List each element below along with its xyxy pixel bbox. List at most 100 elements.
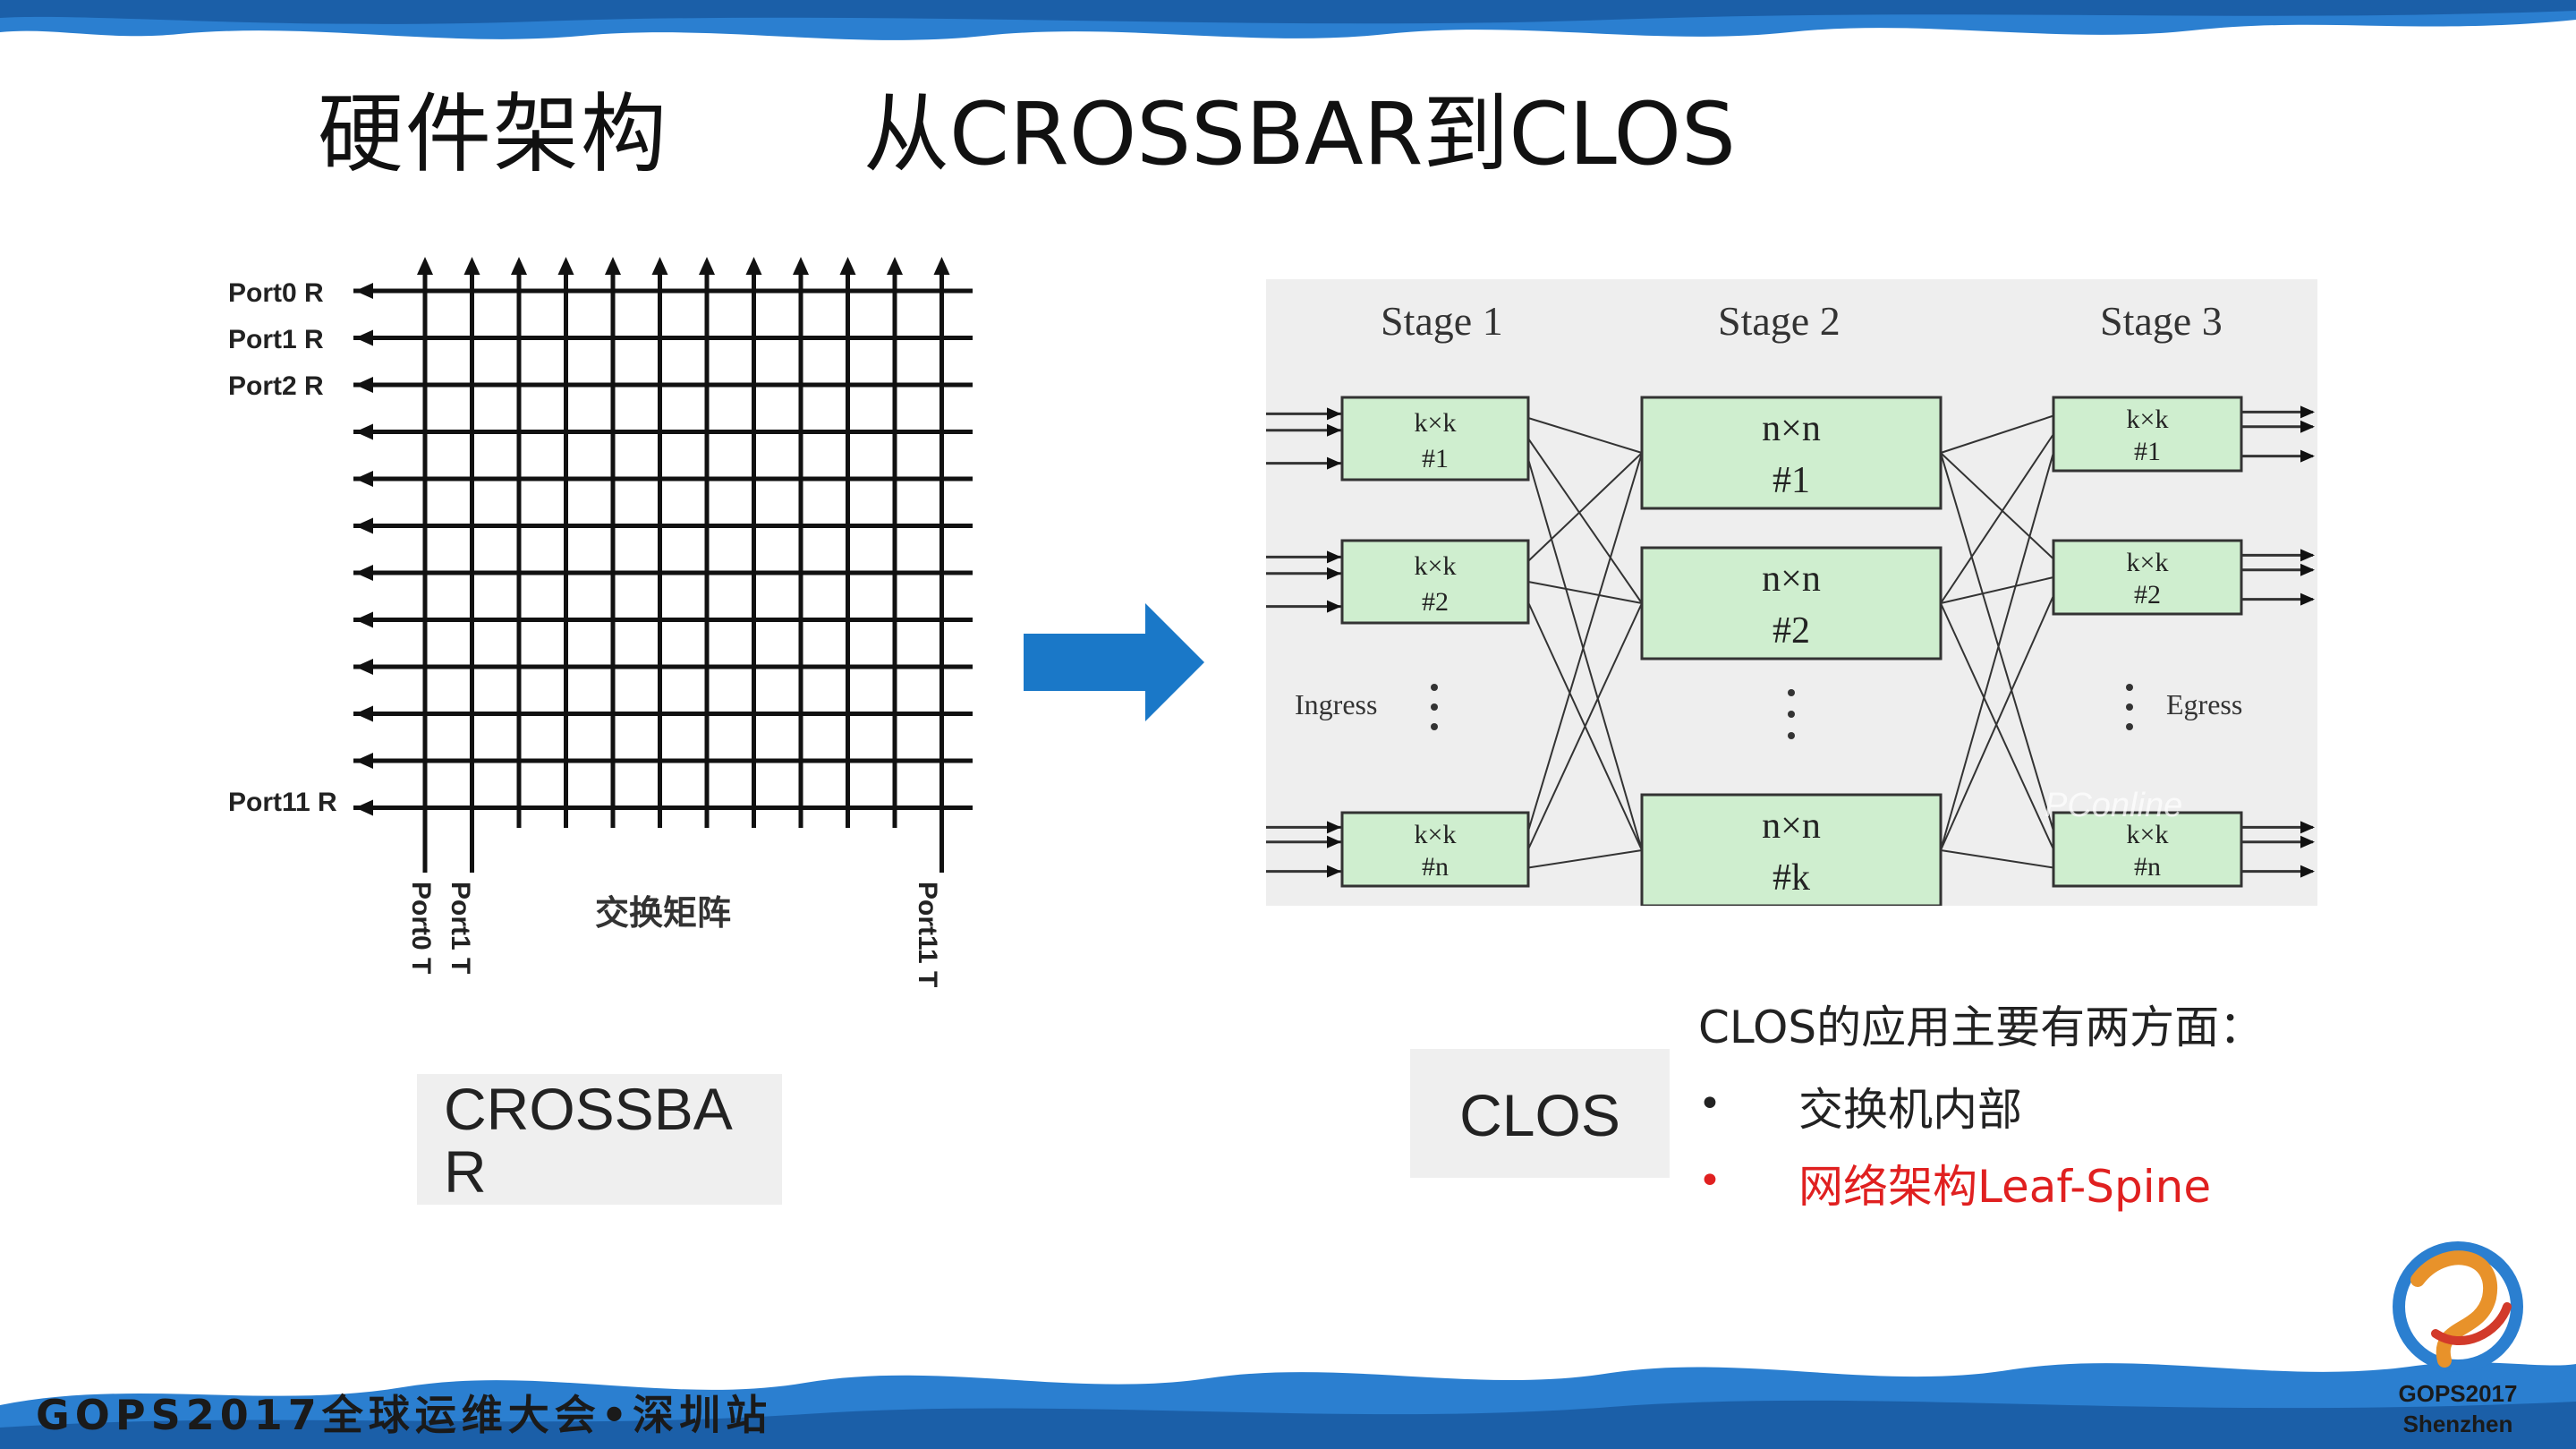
svg-text:#2: #2 — [1422, 587, 1449, 617]
stage3-box: k×k #1 — [2052, 396, 2243, 473]
clos-link — [1527, 452, 1643, 831]
stage1-box: k×k #n — [1340, 811, 1530, 888]
crossbar-row-label: Port2 R — [228, 371, 324, 401]
bullet-icon: • — [1698, 1158, 1722, 1204]
arrow-left-icon — [355, 471, 373, 487]
arrow-up-icon — [839, 257, 856, 275]
slide-title-right: 从CROSSBAR到CLOS — [863, 84, 1736, 184]
svg-text:k×k: k×k — [1415, 551, 1457, 581]
arrow-up-icon — [699, 257, 715, 275]
crossbar-col-label: Port11 T — [913, 882, 942, 987]
stage2-box: n×n #2 — [1640, 546, 1943, 661]
crossbar-diagram: Port0 R Port1 R Port2 R Port11 R Port0 T… — [210, 255, 980, 1034]
clos-link — [1940, 595, 2054, 851]
svg-text:k×k: k×k — [1415, 820, 1457, 849]
application-item: 交换机内部 — [1798, 1084, 2022, 1136]
applications-heading: CLOS的应用主要有两方面： — [1698, 1002, 2265, 1053]
arrow-right-icon — [1327, 865, 1341, 878]
arrow-left-icon — [355, 517, 373, 534]
slide-title-left: 硬件架构 — [318, 84, 668, 184]
crossbar-col-label: Port1 T — [446, 882, 475, 974]
arrow-up-icon — [557, 257, 574, 275]
arrow-left-icon — [355, 705, 373, 722]
arrow-left-icon — [355, 799, 373, 816]
arrow-right-icon — [2300, 405, 2315, 419]
arrow-right-icon — [2300, 865, 2315, 878]
arrow-left-icon — [355, 753, 373, 769]
arrow-left-icon — [355, 377, 373, 393]
gops-logo-icon — [2393, 1241, 2523, 1372]
arrow-right-icon — [1327, 407, 1341, 421]
stage3-box: k×k #2 — [2052, 539, 2243, 616]
crossbar-row-label: Port1 R — [228, 325, 324, 354]
arrow-right-icon — [2300, 592, 2315, 606]
arrow-left-icon — [355, 611, 373, 628]
arrow-right-icon — [1327, 600, 1341, 613]
svg-text:#2: #2 — [2134, 580, 2161, 609]
ellipsis-dots — [1431, 684, 2133, 739]
svg-text:#2: #2 — [1773, 610, 1810, 652]
egress-label: Egress — [2166, 688, 2242, 720]
svg-text:n×n: n×n — [1762, 805, 1821, 847]
svg-text:k×k: k×k — [2127, 820, 2169, 849]
stage1-box: k×k #1 — [1340, 396, 1530, 482]
svg-text:#1: #1 — [1422, 444, 1449, 473]
clos-link — [1940, 452, 2054, 560]
top-brush-band — [0, 0, 2576, 40]
svg-text:n×n: n×n — [1762, 558, 1821, 600]
stage-label: Stage 2 — [1718, 298, 1841, 344]
svg-text:#1: #1 — [2134, 437, 2161, 466]
clos-link — [1940, 414, 2054, 454]
logo-text: Shenzhen — [2402, 1411, 2513, 1437]
arrow-right-icon — [1327, 550, 1341, 564]
arrow-right-icon — [2300, 420, 2315, 433]
arrow-up-icon — [651, 257, 668, 275]
arrow-right-icon — [2300, 835, 2315, 848]
crossbar-col-label: Port0 T — [406, 882, 436, 974]
crossbar-matrix-label: 交换矩阵 — [595, 893, 731, 933]
clos-link — [1527, 438, 1643, 604]
clos-link — [1527, 602, 1643, 850]
arrow-left-icon — [355, 283, 373, 299]
stage2-box: n×n #1 — [1640, 396, 1943, 510]
clos-link — [1940, 849, 2054, 869]
clos-link — [1940, 602, 2054, 850]
stage3-box: k×k #n — [2052, 811, 2243, 888]
arrow-up-icon — [511, 257, 527, 275]
arrow-left-icon — [355, 659, 373, 675]
crossbar-row-label: Port11 R — [228, 788, 337, 817]
stage1-box: k×k #2 — [1340, 539, 1530, 625]
arrow-right-icon — [1327, 821, 1341, 834]
clos-link — [1940, 433, 2054, 604]
arrow-up-icon — [745, 257, 762, 275]
clos-link — [1527, 417, 1643, 454]
clos-link — [1940, 452, 2054, 851]
crossbar-grid — [353, 257, 973, 873]
arrow-right-icon — [1327, 567, 1341, 580]
arrow-left-icon — [355, 423, 373, 440]
arrow-right-icon — [2300, 549, 2315, 562]
crossbar-caption: CROSSBAR — [444, 1076, 733, 1205]
crossbar-row-label: Port0 R — [228, 278, 324, 308]
arrow-up-icon — [887, 257, 903, 275]
right-arrow-icon — [1024, 603, 1204, 721]
arrow-up-icon — [793, 257, 809, 275]
arrow-right-icon — [2300, 449, 2315, 463]
logo-text: GOPS2017 — [2398, 1380, 2518, 1407]
svg-text:#n: #n — [2134, 852, 2161, 882]
arrow-right-icon — [1327, 835, 1341, 848]
clos-link — [1527, 452, 1643, 562]
svg-text:#n: #n — [1422, 852, 1449, 882]
arrow-right-icon — [2300, 563, 2315, 576]
arrow-up-icon — [463, 257, 480, 275]
clos-link — [1940, 452, 2054, 831]
application-item-highlight: 网络架构Leaf-Spine — [1798, 1161, 2212, 1213]
clos-link — [1527, 458, 1643, 851]
clos-interconnect — [1266, 405, 2315, 878]
svg-text:#1: #1 — [1773, 460, 1810, 501]
svg-text:n×n: n×n — [1762, 408, 1821, 449]
clos-caption: CLOS — [1459, 1082, 1620, 1148]
arrow-right-icon — [1327, 423, 1341, 437]
arrow-up-icon — [933, 257, 950, 275]
bullet-icon: • — [1698, 1081, 1722, 1127]
